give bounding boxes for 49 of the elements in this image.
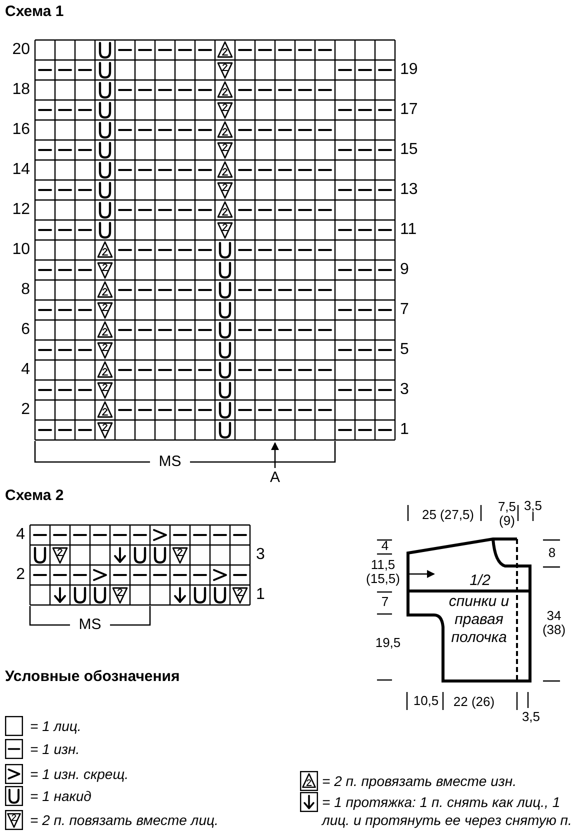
- legend-text: = 1 изн.: [30, 740, 80, 758]
- row-number: 14: [11, 161, 30, 179]
- row-number: 18: [11, 81, 30, 99]
- row-number: 9: [400, 261, 409, 279]
- row-number: 1: [256, 586, 265, 604]
- row-number: 10: [11, 241, 30, 259]
- row-number: 7: [400, 301, 409, 319]
- row-number: 13: [400, 181, 418, 199]
- dimension-label: 10,5: [412, 692, 440, 710]
- dimension-label: 4: [380, 537, 390, 555]
- row-number: 20: [11, 41, 30, 59]
- legend-text: = 1 накид: [30, 787, 92, 805]
- dimension-label: 3,5: [522, 497, 544, 515]
- row-number: 4: [15, 526, 25, 544]
- row-number: 2: [20, 401, 30, 419]
- legend-text: = 2 п. провязать вместе изн.: [322, 772, 516, 790]
- row-number: 3: [400, 381, 409, 399]
- chart-title: Схема 1: [5, 3, 64, 21]
- row-number: 15: [400, 141, 418, 159]
- dimension-label: 34 (38): [541, 609, 567, 637]
- row-number: 3: [256, 546, 265, 564]
- legend-heading: Условные обозначения: [5, 668, 180, 686]
- chart-title: Схема 2: [5, 487, 64, 505]
- row-number: 12: [11, 201, 30, 219]
- row-number: 2: [15, 566, 25, 584]
- dimension-label: 7: [380, 593, 390, 611]
- legend-text: = 1 изн. скрещ.: [30, 765, 129, 783]
- dimension-label: 25 (27,5): [420, 506, 476, 524]
- dimension-label: 19,5: [374, 634, 402, 652]
- row-number: 5: [400, 341, 409, 359]
- row-number: 16: [11, 121, 30, 139]
- row-number: 1: [400, 421, 409, 439]
- dimension-label: 8: [547, 544, 557, 562]
- piece-label: 1/2: [468, 572, 492, 590]
- row-number: 11: [400, 221, 417, 239]
- row-number: 6: [20, 321, 30, 339]
- piece-label: спинки и правая полочка: [448, 593, 510, 647]
- row-number: 17: [400, 101, 418, 119]
- dimension-label: 22 (26): [452, 693, 496, 711]
- row-number: 4: [20, 361, 30, 379]
- dimension-label: 11,5 (15,5): [365, 558, 401, 586]
- legend-text: = 2 п. повязать вместе лиц.: [30, 811, 218, 829]
- dimension-label: 3,5: [520, 708, 542, 726]
- legend-text: = 1 протяжка: 1 п. снять как лиц., 1 лиц. и протянуть ее через снятую п.: [322, 793, 572, 829]
- row-number: 8: [20, 281, 30, 299]
- pointer-label: A: [268, 469, 281, 487]
- dimension-label: 7,5 (9): [496, 500, 518, 528]
- row-number: 19: [400, 61, 418, 79]
- legend-text: = 1 лиц.: [30, 717, 82, 735]
